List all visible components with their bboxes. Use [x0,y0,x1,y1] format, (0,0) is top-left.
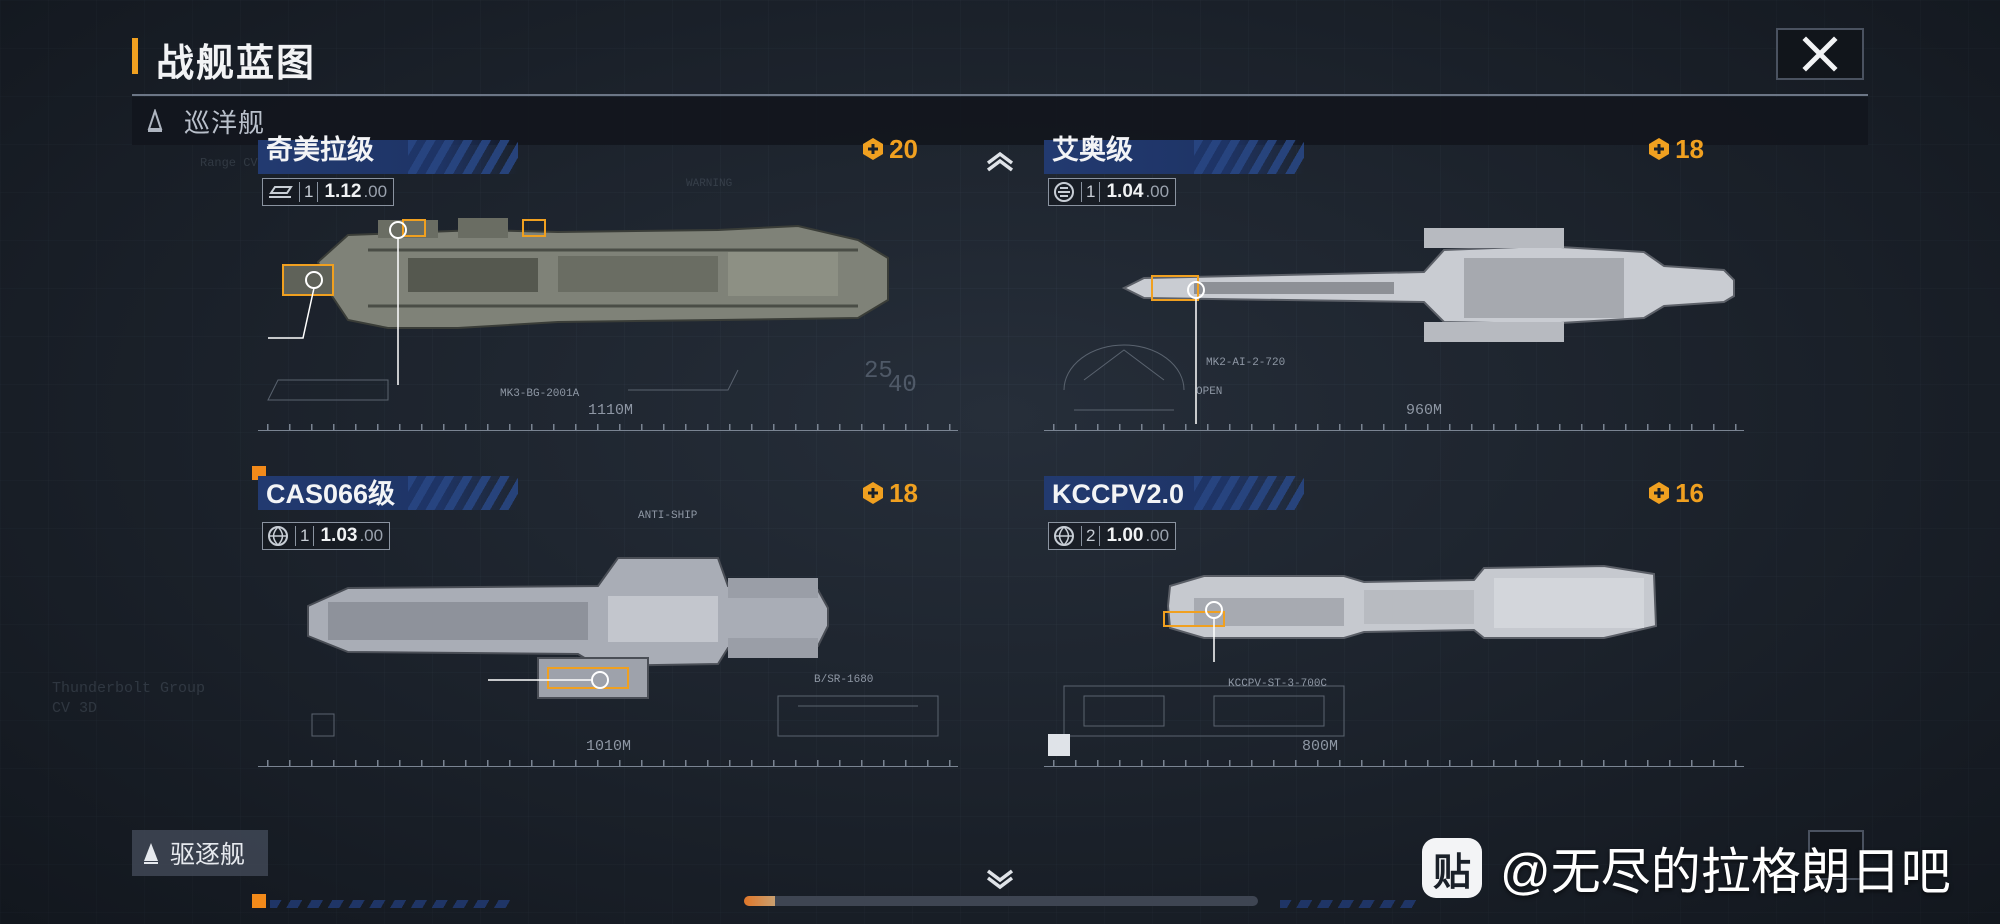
bg-text-40: 40 [888,372,917,399]
ship-cost-value: 16 [1675,477,1704,508]
ship-name: 艾奥级 [1052,135,1133,165]
corner-button[interactable] [1808,830,1864,880]
length-ruler [1044,752,1744,767]
ship-stat-decimal: .00 [363,182,388,201]
ship-blueprint [1063,228,1735,424]
scroll-up-button[interactable] [984,150,1016,177]
ship-stat-value: 1.03 [320,525,358,546]
command-point-icon [863,482,884,504]
chevron-down-icon [986,869,1014,890]
hangar-icon [1054,182,1074,202]
destroyer-label: 驱逐舰 [170,841,246,869]
ship-blueprint [267,218,889,401]
ship-stat-value: 1.12 [324,181,362,202]
ship-stats: 1 1.12 .00 [262,178,395,206]
category-tab-destroyer[interactable]: 驱逐舰 [132,830,268,876]
command-point-icon [1649,138,1670,160]
ship-stat-decimal: .00 [359,526,384,545]
ship-cost-value: 20 [889,133,918,164]
scroll-progress-bar[interactable] [744,896,1258,906]
ship-icon [144,843,158,864]
ship-tier: 1 [299,182,319,202]
ship-card-4[interactable]: KCCPV2.0 16 2 1.00 .00 KCCPV-ST-3-700C 8… [1044,476,1744,767]
watermark: 贴 @无尽的拉格朗日吧 [1422,836,1951,900]
ship-cost: 18 [1647,132,1704,166]
ship-cost-value: 18 [1675,133,1704,164]
category-label: 巡洋舰 [184,107,266,138]
bg-text-warning: WARNING [686,178,733,190]
ship-card-header [1044,140,1304,174]
ship-cost-value: 18 [889,477,918,508]
watermark-text: @无尽的拉格朗日吧 [1500,844,1951,900]
ship-cost: 16 [1647,476,1704,510]
ship-card-header [258,140,518,174]
ship-card-2[interactable]: 艾奥级 18 1 1.04 .00 MK2-AI-2-720 OPEN 960M [1044,134,1744,431]
ship-stats: 2 1.00 .00 [1048,522,1177,550]
bottom-stripe-left [270,900,510,908]
ship-blueprint [307,557,939,737]
ship-stats: 1 1.03 .00 [262,522,391,550]
command-point-icon [863,138,884,160]
globe-icon [1054,526,1074,547]
ship-tier: 2 [1081,526,1101,546]
command-point-icon [1649,482,1670,504]
bottom-stripe-right [1280,900,1420,908]
ship-blueprint [1048,564,1658,756]
category-bar-cruiser[interactable]: 巡洋舰 [132,97,1868,145]
ship-stat-value: 1.00 [1106,525,1144,546]
ship-stat-value: 1.04 [1106,181,1144,202]
ship-card-header [1044,476,1304,510]
ship-name: 奇美拉级 [266,135,374,165]
ship-length: 800M [1302,738,1339,755]
ship-card-1[interactable]: 奇美拉级 20 1 1.12 .00 MK3-BG-2001A 25 40 11… [258,134,958,431]
length-ruler [1044,416,1744,431]
chevron-up-icon [986,151,1014,172]
ship-length: 1010M [586,738,632,755]
bg-text-cv3d: CV 3D [52,700,98,717]
ship-cost: 20 [861,132,918,166]
weapon-label: B/SR-1680 [814,674,874,686]
weapon-label: KCCPV-ST-3-700C [1228,678,1328,690]
bg-text-thunderbolt: Thunderbolt Group [52,680,206,697]
header-divider [132,94,1868,96]
ship-card-header [258,476,518,510]
ship-length: 1110M [588,402,634,419]
length-ruler [258,416,958,431]
title-accent-bar [132,38,138,74]
logo-glyph: 贴 [1432,851,1471,894]
cruiser-class-icon [269,186,293,198]
ship-stats: 1 1.04 .00 [1048,178,1177,206]
ship-icon [146,108,168,134]
ship-cost: 18 [861,476,918,510]
ship-stat-decimal: .00 [1145,526,1170,545]
anti-ship-label: ANTI-SHIP [638,510,698,522]
weapon-label: MK2-AI-2-720 [1206,357,1286,369]
ship-tier: 1 [1081,182,1101,202]
close-icon [1802,36,1838,72]
bg-text-25: 25 [864,358,893,385]
length-ruler [258,752,958,767]
page-title: 战舰蓝图 [156,43,317,85]
tieba-logo-icon: 贴 [1422,838,1482,898]
globe-icon [268,526,288,547]
open-label: OPEN [1196,386,1223,398]
ship-tier: 1 [295,526,315,546]
ship-card-3[interactable]: CAS066级 18 1 1.03 .00 ANTI-SHIP B/SR-168… [258,476,958,767]
ship-length: 960M [1406,402,1443,419]
scroll-progress-fill [744,896,775,906]
scroll-down-button[interactable] [984,868,1016,895]
ship-name: KCCPV2.0 [1052,479,1185,509]
selection-marker [252,894,266,908]
weapon-label: MK3-BG-2001A [500,388,580,400]
ship-name: CAS066级 [266,479,396,509]
ship-stat-decimal: .00 [1145,182,1170,201]
close-button[interactable] [1776,28,1864,80]
